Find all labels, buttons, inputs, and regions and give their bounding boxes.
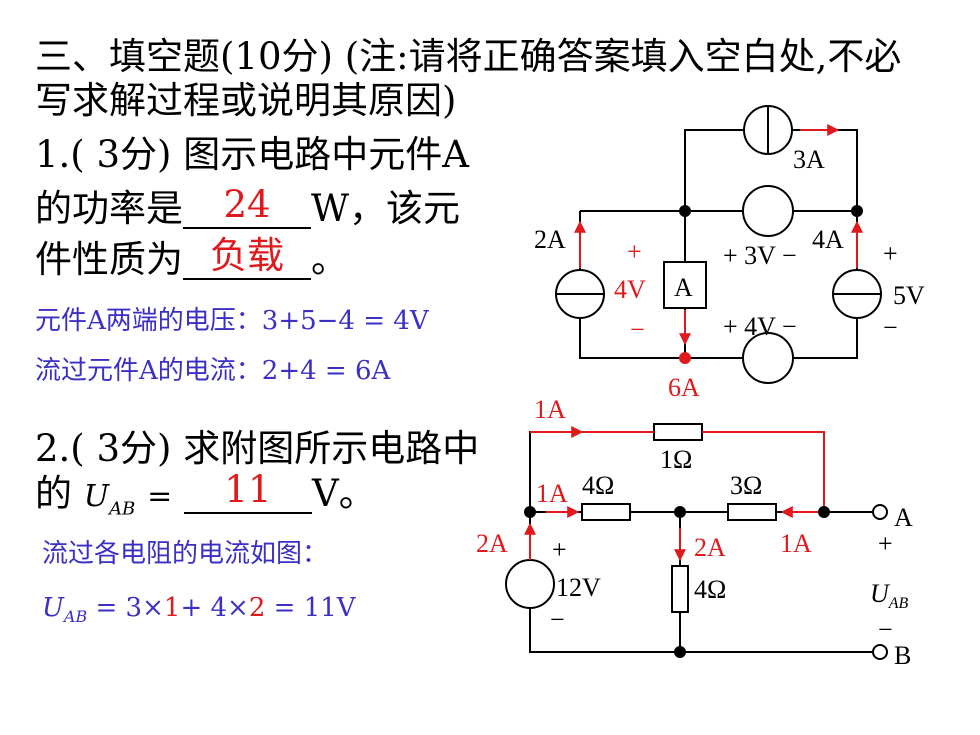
c2-terminal-a	[872, 504, 888, 520]
c1-label-6a: 6A	[668, 373, 700, 402]
c2-red-path-top	[702, 431, 825, 506]
q1-line-3-prefix: 件性质为	[35, 238, 183, 281]
c2-label-uab-minus: −	[878, 615, 893, 644]
c2-label-right-current: 1A	[780, 529, 812, 558]
q1-note-voltage: 元件A两端的电压：3+5−4 = 4V	[35, 306, 429, 336]
q1-line-2-prefix: 的功率是	[35, 187, 183, 230]
header-line-2: 写求解过程或说明其原因)	[35, 79, 457, 122]
c1-label-5v: 5V	[893, 281, 925, 310]
c1-label-right-plus: +	[883, 239, 898, 268]
c1-label-a: A	[674, 273, 693, 302]
c2-label-4ohm-mid: 4Ω	[694, 575, 726, 604]
q2-calc: UAB = 3×1+ 4×2 = 11V	[42, 595, 356, 625]
c2-label-1ohm: 1Ω	[660, 445, 692, 474]
c2-label-mid-current: 2A	[694, 533, 726, 562]
q1-line-2-suffix: W，该元	[311, 187, 461, 230]
q2-line-2: 的 UAB = 11 V。	[35, 471, 376, 520]
q2-calc-eq: = 3×	[87, 593, 164, 623]
c2-resistor-4ohm-left	[581, 503, 631, 521]
c2-voltage-source	[505, 559, 555, 609]
c2-label-uab-u: U	[870, 579, 891, 608]
c1-label-4a: 4A	[812, 225, 844, 254]
c2-node-mid	[674, 506, 686, 518]
c1-node-bottom	[679, 352, 691, 364]
q1-line-2: 的功率是 24 W，该元	[35, 186, 461, 230]
c2-node-right	[818, 506, 830, 518]
q2-calc-r1: 1	[163, 593, 181, 623]
answer-blank-nature[interactable]: 负载	[183, 237, 311, 280]
c2-resistor-1ohm	[653, 423, 703, 441]
c2-label-uab: UAB	[870, 579, 909, 612]
c1-wire-left-down	[579, 318, 743, 359]
c1-wire-bottom-right	[793, 318, 858, 359]
q2-calc-end: = 11V	[265, 593, 356, 623]
q2-uab-symbol: U	[83, 479, 110, 514]
c1-bottom-voltage-source	[742, 332, 794, 384]
q1-note-current: 流过元件A的电流：2+4 = 6A	[35, 356, 391, 386]
c2-label-4ohm-left: 4Ω	[582, 471, 614, 500]
c2-node-left	[524, 506, 536, 518]
q2-calc-r2: 2	[248, 593, 266, 623]
c2-label-source-plus: +	[552, 535, 567, 564]
q2-calc-u: U	[42, 593, 64, 623]
c1-mid-voltage-source	[742, 185, 794, 237]
c1-node-top	[679, 205, 691, 217]
header-line-1: 三、填空题(10分) (注:请将正确答案填入空白处,不必	[35, 35, 902, 78]
c1-label-3v: + 3V −	[723, 241, 797, 270]
c2-terminal-b	[872, 644, 888, 660]
c1-label-minus: −	[630, 315, 645, 344]
c2-label-top-current: 1A	[534, 395, 566, 424]
c2-label-12v: 12V	[556, 573, 601, 602]
c2-label-terminal-a: A	[894, 503, 913, 532]
c2-wire-bottom	[529, 608, 872, 653]
c2-label-uab-sub: AB	[888, 595, 909, 612]
c2-wire-top-right	[702, 431, 825, 512]
q2-uab-sub: AB	[109, 498, 136, 520]
q2-note: 流过各电阻的电流如图：	[42, 539, 329, 569]
answer-blank-power[interactable]: 24	[183, 186, 311, 229]
c1-wire-top-left	[684, 129, 743, 211]
q2-line-2-suffix: V。	[311, 472, 376, 515]
c2-label-left-current: 1A	[536, 479, 568, 508]
answer-power: 24	[223, 183, 271, 226]
c2-label-source-minus: −	[550, 605, 565, 634]
c1-label-2a: 2A	[534, 225, 566, 254]
c1-label-right-minus: −	[883, 313, 898, 342]
q2-calc-sub: AB	[63, 607, 88, 627]
answer-uab: 11	[224, 468, 272, 511]
c1-node-right	[851, 205, 863, 217]
q2-line-1: 2.( 3分) 求附图所示电路中	[35, 427, 480, 470]
q1-line-1: 1.( 3分) 图示电路中元件A	[35, 133, 469, 176]
answer-nature: 负载	[210, 234, 284, 277]
c2-resistor-4ohm-mid	[671, 565, 689, 613]
c2-label-uab-plus: +	[878, 529, 893, 558]
c2-node-bottom	[674, 646, 686, 658]
q1-line-3-suffix: 。	[311, 238, 348, 281]
c1-label-plus: +	[627, 237, 642, 266]
q2-calc-mid: + 4×	[180, 593, 249, 623]
answer-blank-uab[interactable]: 11	[183, 471, 312, 514]
c2-resistor-3ohm	[727, 503, 777, 521]
q2-equals: =	[147, 479, 173, 514]
c2-label-terminal-b: B	[894, 641, 911, 670]
c2-label-3ohm: 3Ω	[730, 471, 762, 500]
c2-label-source-current: 2A	[476, 529, 508, 558]
c1-label-3a: 3A	[793, 145, 825, 174]
q1-line-3: 件性质为负载。	[35, 237, 348, 281]
c1-label-4v-bottom: + 4V −	[723, 312, 797, 341]
c1-label-4v: 4V	[614, 275, 646, 304]
c1-element-a-box	[663, 261, 707, 309]
q2-line-2-prefix: 的	[35, 472, 72, 515]
